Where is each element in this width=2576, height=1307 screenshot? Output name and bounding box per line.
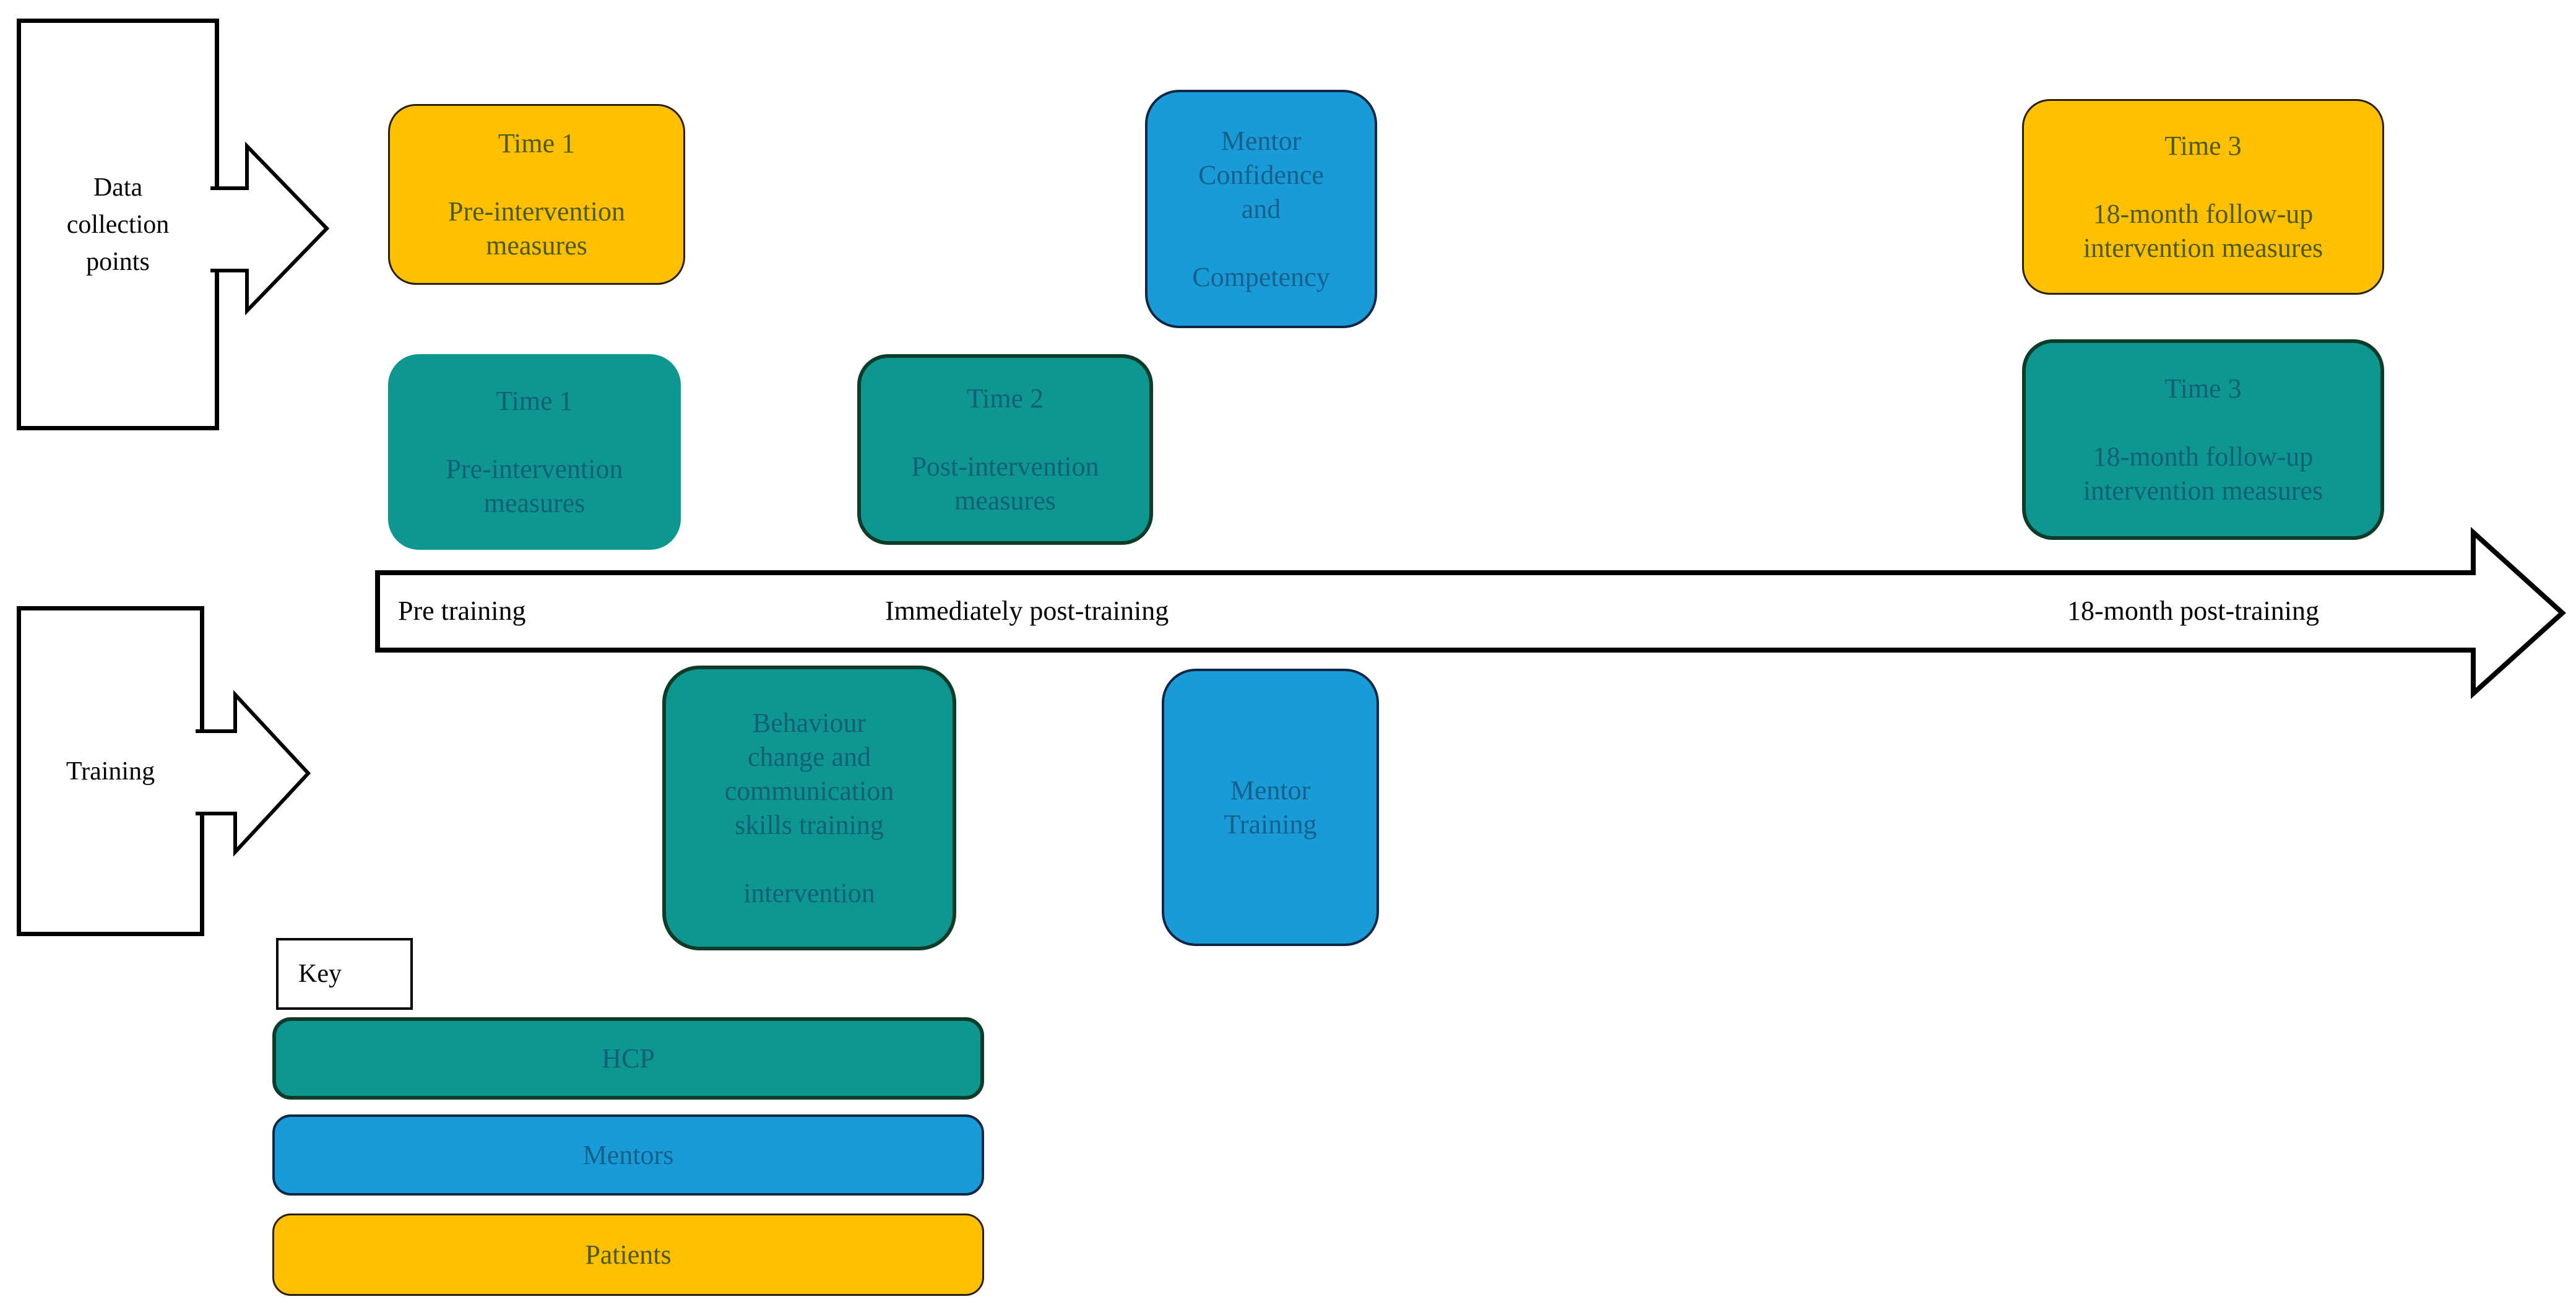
text-line: Time 1 <box>496 386 573 416</box>
text-line: measures <box>483 488 586 518</box>
text-line: collection <box>66 210 170 239</box>
key-patients-label: Patients <box>585 1240 672 1270</box>
patients-time3-box: Time 3 18-month follow-up intervention me… <box>2022 99 2384 295</box>
data-collection-block-arrow-icon <box>210 141 330 316</box>
key-hcp-label: HCP <box>602 1043 655 1074</box>
training-label: Training <box>66 757 155 786</box>
text-line: communication <box>724 776 894 806</box>
text-line: Post-intervention <box>911 451 1099 482</box>
text-line: Mentor <box>1221 126 1302 156</box>
text-line: measures <box>954 485 1056 516</box>
text-line: 18-month follow-up <box>2093 199 2314 229</box>
key-hcp-bar: HCP <box>272 1017 984 1100</box>
text-line: intervention measures <box>2083 233 2323 263</box>
text-line: and <box>1241 194 1281 224</box>
text-line: Time 1 <box>498 128 576 158</box>
hcp-behaviour-change-intervention-box: Behaviour change and communication skills t… <box>662 666 956 950</box>
training-box: Training <box>17 606 204 936</box>
data-collection-points-label: Data collection points <box>67 169 170 280</box>
text-line: Time 3 <box>2164 373 2242 404</box>
phase-label-pre-training: Pre training <box>398 596 526 626</box>
text-line: measures <box>486 230 587 261</box>
training-block-arrow-icon <box>196 690 311 857</box>
timeline-arrow <box>375 527 2566 699</box>
text-line: change and <box>747 742 871 772</box>
text-line: points <box>86 247 150 276</box>
phase-label-immediately-post-training: Immediately post-training <box>885 596 1169 626</box>
text-line: 18-month follow-up <box>2093 441 2314 472</box>
text-line: Mentor <box>1230 775 1311 805</box>
text-line: Time 2 <box>966 383 1044 414</box>
data-collection-points-box: Data collection points <box>17 19 219 430</box>
hcp-time1-box: Time 1 Pre-intervention measures <box>388 354 681 550</box>
key-mentors-label: Mentors <box>582 1140 674 1170</box>
text-line: Pre-intervention <box>446 454 623 484</box>
text-line: Pre-intervention <box>448 196 625 227</box>
text-line: Confidence <box>1198 160 1324 190</box>
text-line: intervention <box>743 878 875 908</box>
text-line: Training <box>1224 809 1317 840</box>
text-line: Time 3 <box>2164 131 2242 161</box>
text-line: intervention measures <box>2083 475 2323 506</box>
text-line: skills training <box>735 810 884 840</box>
key-patients-bar: Patients <box>272 1214 984 1296</box>
phase-label-18-month-post-training: 18-month post-training <box>2067 596 2319 626</box>
text-line: Competency <box>1192 262 1330 292</box>
key-mentors-bar: Mentors <box>272 1114 984 1196</box>
text-line: Data <box>93 173 143 202</box>
key-title-box: Key <box>276 938 413 1010</box>
text-line: Behaviour <box>752 708 867 738</box>
key-title: Key <box>298 960 342 988</box>
